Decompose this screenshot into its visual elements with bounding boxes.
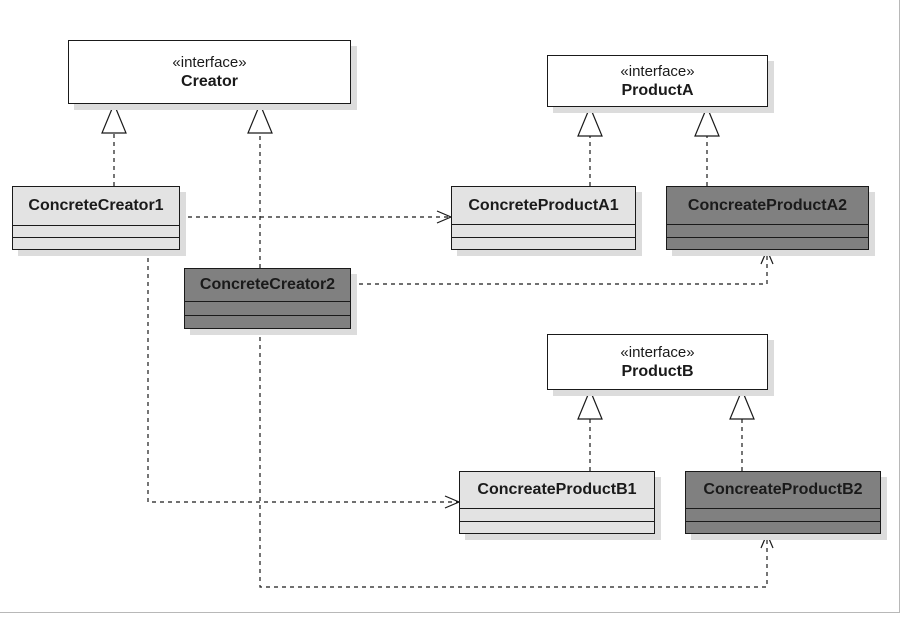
operations-compartment (185, 315, 350, 328)
operations-compartment (460, 521, 654, 533)
concreate-product-a2-class[interactable]: ConcreateProductA2 (666, 186, 869, 250)
frame-edge-bottom (0, 612, 900, 613)
product-b-interface[interactable]: «interface» ProductB (547, 334, 768, 390)
creator-interface[interactable]: «interface» Creator (68, 40, 351, 104)
attributes-compartment (667, 225, 868, 237)
dependency-line-creator1-product-b1 (147, 250, 459, 503)
realization-arrowhead (694, 105, 720, 137)
creator-interface-header: «interface» Creator (69, 41, 350, 103)
attributes-compartment (686, 509, 880, 521)
realization-arrowhead (577, 388, 603, 420)
product-a-interface-header: «interface» ProductA (548, 56, 767, 106)
class-header: ConcreteCreator1 (13, 187, 179, 226)
attributes-compartment (13, 226, 179, 237)
class-name: ConcreateProductA2 (687, 196, 848, 214)
realization-arrowhead (729, 388, 755, 420)
attributes-compartment (460, 509, 654, 521)
interface-name: Creator (181, 72, 238, 90)
class-header: ConcreateProductA2 (667, 187, 868, 225)
concrete-creator2-class[interactable]: ConcreteCreator2 (184, 268, 351, 329)
interface-name: ProductB (621, 362, 694, 380)
class-header: ConcreateProductB2 (686, 472, 880, 509)
attributes-compartment (452, 225, 635, 237)
frame-edge-right (899, 0, 900, 612)
attributes-compartment (185, 302, 350, 315)
class-name: ConcreteCreator2 (199, 276, 336, 293)
concrete-creator1-class[interactable]: ConcreteCreator1 (12, 186, 180, 250)
concrete-product-a1-class[interactable]: ConcreteProductA1 (451, 186, 636, 250)
stereotype-label: «interface» (620, 343, 695, 361)
class-name: ConcreateProductB1 (477, 481, 637, 498)
operations-compartment (686, 521, 880, 533)
class-name: ConcreteProductA1 (468, 196, 619, 214)
product-a-interface[interactable]: «interface» ProductA (547, 55, 768, 107)
dependency-arrowhead (760, 248, 774, 265)
realization-arrowhead (101, 102, 127, 134)
class-name: ConcreateProductB2 (703, 481, 863, 498)
dependency-line-creator2-product-a2 (351, 250, 768, 285)
operations-compartment (667, 237, 868, 249)
class-name: ConcreteCreator1 (28, 197, 164, 214)
class-header: ConcreteProductA1 (452, 187, 635, 225)
concreate-product-b1-class[interactable]: ConcreateProductB1 (459, 471, 655, 534)
realization-arrowhead (247, 102, 273, 134)
stereotype-label: «interface» (620, 62, 695, 80)
concreate-product-b2-class[interactable]: ConcreateProductB2 (685, 471, 881, 534)
dependency-line-creator2-product-b2 (259, 329, 768, 588)
realization-arrowhead (577, 105, 603, 137)
interface-name: ProductA (621, 81, 694, 99)
dependency-arrowhead (760, 532, 774, 549)
operations-compartment (452, 237, 635, 249)
product-b-interface-header: «interface» ProductB (548, 335, 767, 389)
operations-compartment (13, 237, 179, 249)
class-header: ConcreteCreator2 (185, 269, 350, 302)
stereotype-label: «interface» (172, 53, 247, 71)
class-header: ConcreateProductB1 (460, 472, 654, 509)
